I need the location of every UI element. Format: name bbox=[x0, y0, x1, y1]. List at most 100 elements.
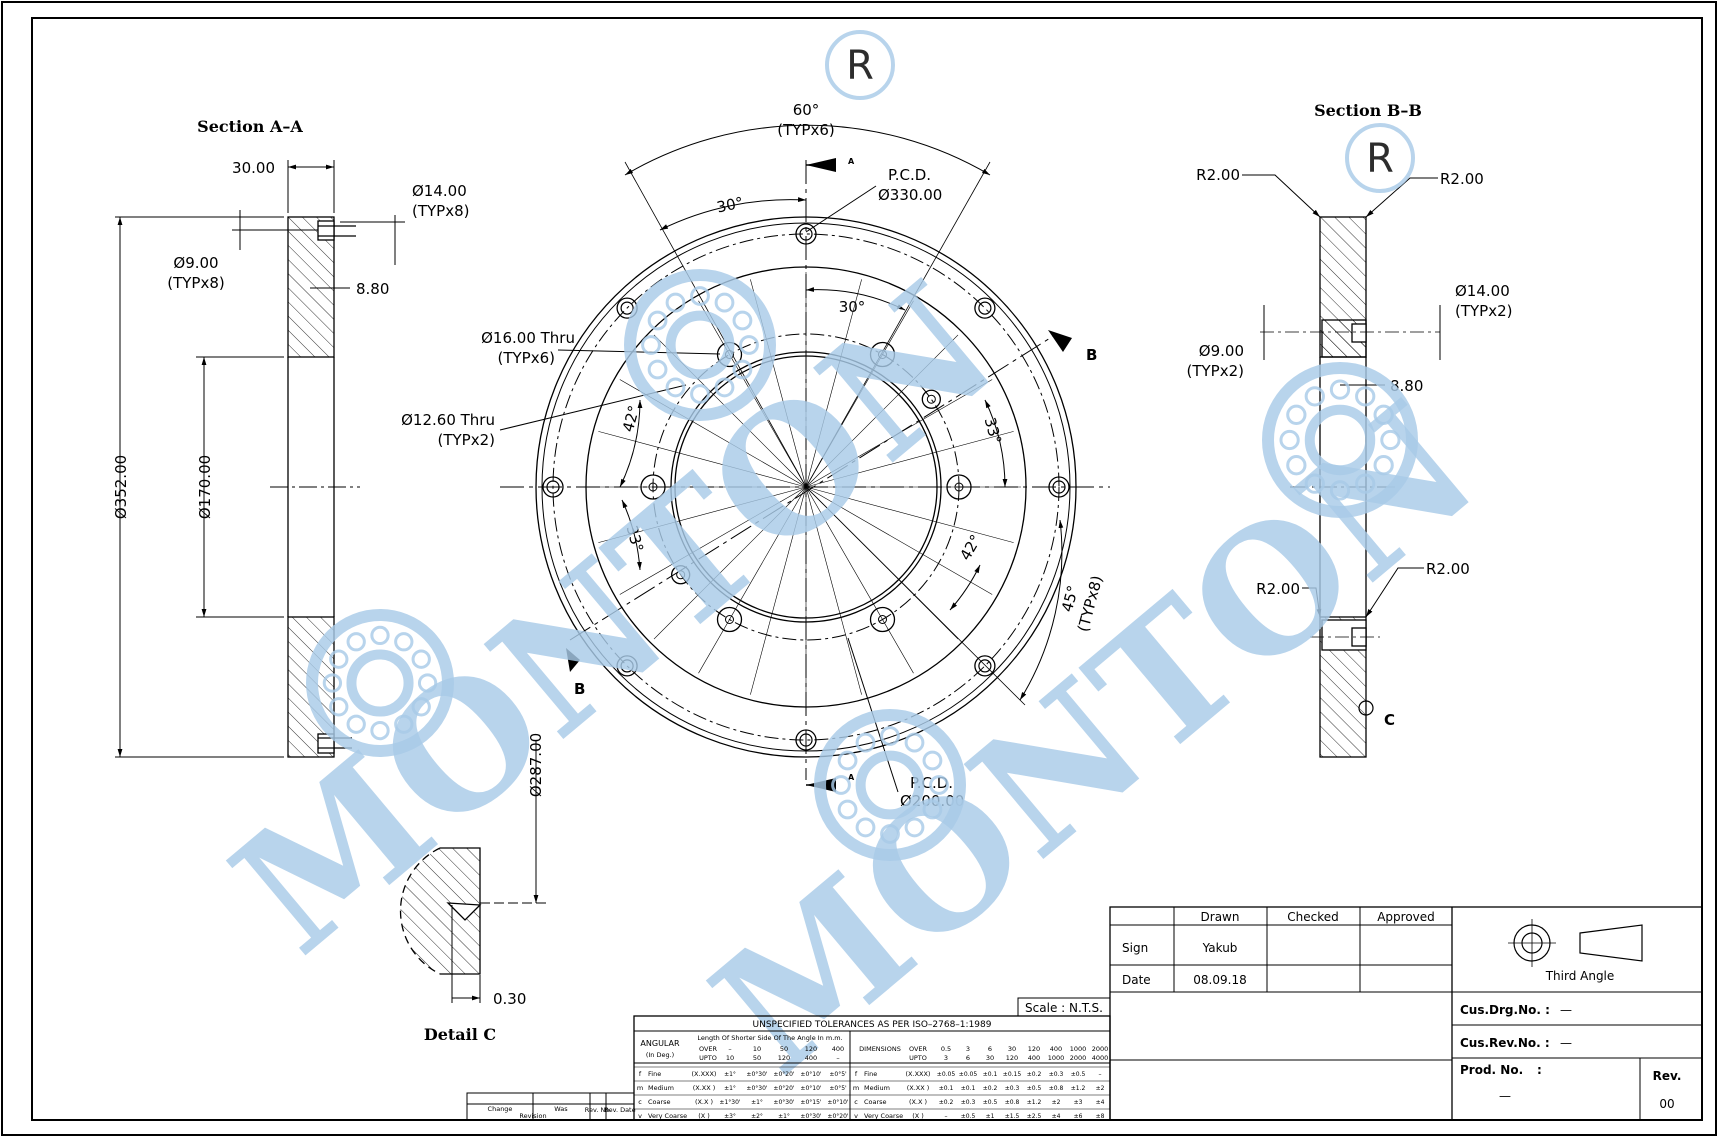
label-bb-r-br: R2.00 bbox=[1426, 560, 1470, 578]
tol-dimension-value: ±0.3 bbox=[1049, 1071, 1064, 1078]
thru-hole-16 bbox=[869, 341, 896, 368]
tol-dimension-value: ±0.5 bbox=[961, 1113, 976, 1120]
tol-grade-format: (X.X ) bbox=[695, 1098, 713, 1106]
tol-grade-format: (X ) bbox=[912, 1112, 924, 1120]
tol-angular-value: ±1°30' bbox=[719, 1099, 740, 1106]
dimensions-label: DIMENSIONS bbox=[859, 1045, 901, 1053]
rev-no: Rev. No. bbox=[585, 1106, 612, 1114]
tb-date-value: 08.09.18 bbox=[1193, 973, 1246, 987]
tol-angular-value: ±1° bbox=[724, 1085, 736, 1092]
tol-angular-value: ±0°10' bbox=[800, 1071, 821, 1078]
section-b-b-title: Section B–B bbox=[1314, 101, 1422, 120]
tol-dimension-value: ±6 bbox=[1074, 1113, 1083, 1120]
tol-dimension-value: ±4 bbox=[1096, 1099, 1105, 1106]
dim-over-value: 6 bbox=[988, 1045, 992, 1053]
dim-counterbore-typ: (TYPx8) bbox=[412, 202, 470, 220]
tol-dimension-value: – bbox=[945, 1113, 948, 1120]
tol-dimension-value: ±8 bbox=[1096, 1113, 1105, 1120]
label-bb-counterbore: Ø14.00 bbox=[1455, 282, 1510, 300]
ang-over-value: 400 bbox=[832, 1045, 844, 1053]
dim-depth: 8.80 bbox=[356, 280, 389, 298]
tb-rev-label: Rev. bbox=[1653, 1069, 1682, 1083]
label-bb-r-tr: R2.00 bbox=[1440, 170, 1484, 188]
tol-dimension-value: ±1.2 bbox=[1027, 1099, 1042, 1106]
rev-change: Change bbox=[488, 1105, 513, 1113]
watermark-registered-letter: R bbox=[1366, 136, 1394, 182]
tb-drawn: Drawn bbox=[1201, 910, 1240, 924]
tol-dimension-value: ±0.3 bbox=[1005, 1085, 1020, 1092]
rev-revision: Revision bbox=[519, 1112, 546, 1120]
tol-grade-code: f bbox=[855, 1070, 858, 1078]
dim-upto-value: 120 bbox=[1006, 1054, 1018, 1062]
label-bb-r-bl: R2.00 bbox=[1256, 580, 1300, 598]
label-bb-depth: 8.80 bbox=[1390, 377, 1423, 395]
tol-grade-format: (X ) bbox=[698, 1112, 710, 1120]
tol-grade-code: m bbox=[637, 1084, 643, 1092]
section-b-b-view: Section B–B C R2.00 R2.00 Ø14.00 (TYPx2)… bbox=[1187, 101, 1513, 758]
tb-cus-drg-value: — bbox=[1560, 1003, 1572, 1017]
spoke-line bbox=[698, 486, 807, 674]
tol-dimension-value: ±0.15 bbox=[1003, 1071, 1022, 1078]
spoke-line bbox=[805, 431, 1014, 488]
dim-upto-value: 30 bbox=[986, 1054, 994, 1062]
tb-prod-label: Prod. No. bbox=[1460, 1063, 1523, 1077]
dim-over-value: 400 bbox=[1050, 1045, 1062, 1053]
tol-angular-value: ±0°30' bbox=[800, 1113, 821, 1120]
dim-over-value: 30 bbox=[1008, 1045, 1016, 1053]
rev-was: Was bbox=[554, 1105, 568, 1113]
ang-over-label: OVER bbox=[699, 1045, 718, 1053]
tb-cus-rev-label: Cus.Rev.No. : bbox=[1460, 1036, 1550, 1050]
tol-angular-value: ±2° bbox=[751, 1113, 763, 1120]
dim-over-value: 2000 bbox=[1092, 1045, 1109, 1053]
tol-angular-value: ±0°20' bbox=[773, 1071, 794, 1078]
ang-over-value: 10 bbox=[753, 1045, 761, 1053]
ang-over-value: 50 bbox=[780, 1045, 788, 1053]
spoke-line bbox=[805, 486, 862, 695]
dim-over-value: 0.5 bbox=[941, 1045, 951, 1053]
tol-dimension-value: ±2 bbox=[1052, 1099, 1061, 1106]
tol-grade-name: Fine bbox=[648, 1070, 661, 1078]
tol-angular-value: ±1° bbox=[778, 1113, 790, 1120]
spoke-line bbox=[653, 486, 807, 640]
ang-upto-value: 10 bbox=[726, 1054, 734, 1062]
tol-angular-value: ±1° bbox=[751, 1099, 763, 1106]
tolerance-table: Scale : N.T.S. UNSPECIFIED TOLERANCES AS… bbox=[633, 997, 1111, 1121]
label-angle-33-left: 33° bbox=[623, 524, 647, 554]
tol-dimension-value: ±1 bbox=[986, 1113, 995, 1120]
thru-hole-12 bbox=[921, 389, 941, 409]
dim-outer-dia: Ø352.00 bbox=[112, 455, 130, 519]
label-bb-hole: Ø9.00 bbox=[1199, 342, 1244, 360]
tol-grade-name: Medium bbox=[648, 1084, 674, 1092]
tol-angular-value: ±0°10' bbox=[827, 1099, 848, 1106]
scale-label: Scale : N.T.S. bbox=[1025, 1001, 1103, 1015]
marker-b-bottom: B bbox=[574, 680, 585, 698]
tb-prod-value: — bbox=[1499, 1089, 1511, 1103]
tol-dimension-value: ±1.5 bbox=[1005, 1113, 1020, 1120]
dim-upto-value: 6 bbox=[966, 1054, 970, 1062]
label-pcd-inner: P.C.D. bbox=[910, 774, 953, 792]
tol-grade-code: c bbox=[638, 1098, 642, 1106]
angular-sub: (In Deg.) bbox=[646, 1051, 674, 1059]
tol-grade-code: c bbox=[854, 1098, 858, 1106]
marker-a-bottom: A bbox=[848, 773, 855, 782]
label-angle-60: 60° bbox=[793, 101, 820, 119]
tb-checked: Checked bbox=[1287, 910, 1339, 924]
marker-a-top: A bbox=[848, 157, 855, 166]
tb-approved: Approved bbox=[1377, 910, 1435, 924]
spoke-line bbox=[750, 486, 807, 695]
dim-inner-dia: Ø170.00 bbox=[196, 455, 214, 519]
tb-cus-drg-label: Cus.Drg.No. : bbox=[1460, 1003, 1550, 1017]
dim-hole-typ: (TYPx8) bbox=[167, 274, 225, 292]
tb-sign-label: Sign bbox=[1122, 941, 1148, 955]
tol-angular-value: ±0°30' bbox=[746, 1085, 767, 1092]
tol-grade-name: Fine bbox=[864, 1070, 877, 1078]
ang-upto-value: 120 bbox=[778, 1054, 790, 1062]
section-a-a-view: Section A–A 30.00 Ø14.00 (TYPx8) Ø9.00 (… bbox=[112, 117, 470, 758]
label-bb-counterbore-typ: (TYPx2) bbox=[1455, 302, 1513, 320]
tol-grade-code: f bbox=[639, 1070, 642, 1078]
tol-dimension-value: ±0.1 bbox=[961, 1085, 976, 1092]
tol-dimension-value: ±0.05 bbox=[937, 1071, 956, 1078]
tol-grade-name: Medium bbox=[864, 1084, 890, 1092]
